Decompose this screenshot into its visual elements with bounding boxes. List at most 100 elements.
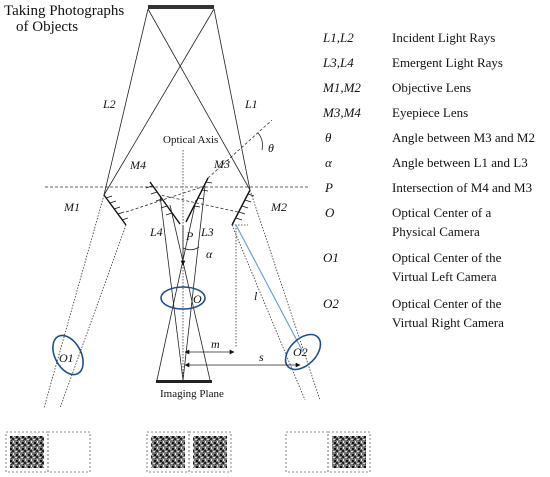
mirror-m1-hatch-5 xyxy=(121,217,129,221)
alpha-arc xyxy=(182,246,200,251)
legend-description: Optical Center of a xyxy=(392,205,491,220)
legend-symbol: α xyxy=(325,155,333,170)
virtual-right-guide-1 xyxy=(249,189,321,401)
texture-image xyxy=(10,436,44,468)
lens-o xyxy=(160,286,206,310)
mirror-m3-hatch-3 xyxy=(197,197,205,200)
imaging-plane-bar xyxy=(156,380,212,383)
diagram-title-line2: of Objects xyxy=(16,19,78,35)
virtual-left-guide-2 xyxy=(59,224,127,409)
legend-symbol: M1,M2 xyxy=(322,80,361,95)
label-m2: M2 xyxy=(270,200,287,214)
legend-description-cont: Virtual Right Camera xyxy=(392,315,504,330)
texture-image xyxy=(332,436,366,468)
label-m4: M4 xyxy=(129,158,146,172)
mirror-m4-hatch-1 xyxy=(145,185,153,189)
distance-l-line xyxy=(235,224,304,353)
legend-symbol: M3,M4 xyxy=(322,105,361,120)
mirror-m1-hatch-3 xyxy=(113,206,121,210)
mirror-m2-hatch-5 xyxy=(235,217,243,221)
label-l1: L1 xyxy=(244,97,258,111)
theta-arc xyxy=(257,132,263,151)
label-m3: M3 xyxy=(213,157,230,171)
legend-symbol: L3,L4 xyxy=(322,55,354,70)
mirror-m3-hatch-2 xyxy=(201,189,209,192)
mirror-m3 xyxy=(185,177,209,223)
label-l: l xyxy=(254,289,258,303)
mirror-m2-hatch-2 xyxy=(244,199,252,203)
legend-description-cont: Virtual Left Camera xyxy=(392,269,497,284)
legend-description: Angle between L1 and L3 xyxy=(392,155,528,170)
label-o1: O1 xyxy=(59,351,74,365)
image-frame xyxy=(285,431,329,473)
image-frame xyxy=(47,431,91,473)
legend-symbol: O2 xyxy=(323,296,339,311)
image-frame xyxy=(327,431,371,473)
mirror-m4-hatch-4 xyxy=(160,205,168,209)
mirror-m2-hatch-1 xyxy=(247,193,255,197)
ray-l2-outer xyxy=(103,8,149,196)
label-m: m xyxy=(211,337,220,351)
mirror-m2 xyxy=(231,189,251,226)
image-frame xyxy=(188,431,232,473)
virtual-left-guide-1 xyxy=(43,194,105,409)
image-pair-left xyxy=(5,431,91,473)
ray-l4 xyxy=(159,194,184,381)
mirror-m1-hatch-1 xyxy=(105,195,113,199)
label-imaging-plane: Imaging Plane xyxy=(160,388,224,400)
label-optical-axis: Optical Axis xyxy=(163,134,218,146)
mirror-m4-hatch-2 xyxy=(150,191,158,195)
ray-m1-to-m3 xyxy=(125,185,206,213)
legend-description: Objective Lens xyxy=(392,80,471,95)
ray-l3-b xyxy=(156,199,197,381)
ray-l3 xyxy=(182,185,206,381)
mirror-m3-hatch-1 xyxy=(205,181,213,184)
label-l4: L4 xyxy=(149,225,163,239)
legend-description-cont: Physical Camera xyxy=(392,224,480,239)
label-l3: L3 xyxy=(200,225,214,239)
mirror-m2-hatch-3 xyxy=(241,205,249,209)
legend-description: Emergent Light Rays xyxy=(392,55,503,70)
virtual-right-guide-2 xyxy=(231,224,306,401)
label-alpha: α xyxy=(206,247,213,261)
mirror-m2-hatch-4 xyxy=(238,211,246,215)
texture-image xyxy=(151,436,185,468)
mirror-m1-hatch-2 xyxy=(109,200,117,204)
label-s: s xyxy=(259,350,264,364)
label-theta: θ xyxy=(268,141,274,155)
diagram-title-line1: Taking Photographs xyxy=(4,3,124,19)
mirror-m1 xyxy=(103,194,127,226)
legend-symbol: L1,L2 xyxy=(322,30,354,45)
ray-l2-inner xyxy=(147,8,251,191)
image-pair-center xyxy=(146,431,232,473)
legend-symbol: θ xyxy=(325,130,332,145)
mirror-m4-hatch-5 xyxy=(165,212,173,216)
label-o: O xyxy=(193,292,202,306)
mirror-m1-hatch-4 xyxy=(117,211,125,215)
legend-description: Intersection of M4 and M3 xyxy=(392,180,532,195)
ray-l1-outer xyxy=(213,8,251,191)
texture-image xyxy=(193,436,227,468)
label-m1: M1 xyxy=(63,200,80,214)
ray-l1-inner xyxy=(103,8,215,196)
label-o2: O2 xyxy=(293,345,308,359)
legend-description: Optical Center of the xyxy=(392,296,502,311)
legend: L1,L2 Incident Light Rays L3,L4 Emergent… xyxy=(322,30,535,330)
legend-description: Angle between M3 and M2 xyxy=(392,130,535,145)
object-bar xyxy=(148,5,214,9)
legend-symbol: O1 xyxy=(323,250,339,265)
lens-o1 xyxy=(52,334,84,376)
legend-description: Eyepiece Lens xyxy=(392,105,468,120)
legend-symbol: O xyxy=(325,205,335,220)
label-p: P xyxy=(185,229,194,243)
label-l2: L2 xyxy=(102,97,116,111)
legend-symbol: P xyxy=(324,180,333,195)
legend-description: Incident Light Rays xyxy=(392,30,495,45)
legend-description: Optical Center of the xyxy=(392,250,502,265)
image-pair-right xyxy=(285,431,371,473)
mirror-m4 xyxy=(149,181,181,225)
mirror-m4-hatch-3 xyxy=(155,198,163,202)
ray-m2-to-m4 xyxy=(159,194,239,213)
m3-extension-dashed xyxy=(207,119,273,179)
